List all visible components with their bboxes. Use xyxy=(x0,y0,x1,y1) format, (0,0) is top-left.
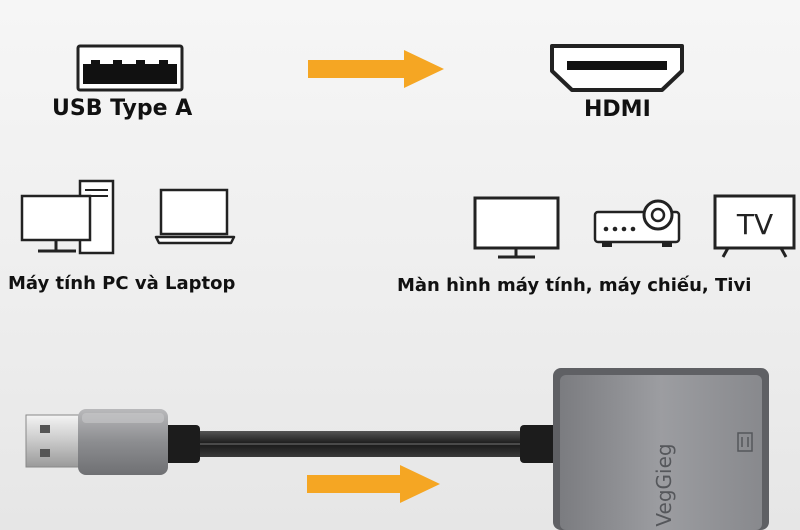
usb-type-a-label: USB Type A xyxy=(52,96,193,121)
desktop-pc-icon xyxy=(20,179,115,255)
pc-laptop-label: Máy tính PC và Laptop xyxy=(8,273,236,294)
tv-icon-text: TV xyxy=(736,208,773,241)
brand-logo-text: VegGieg xyxy=(652,443,676,526)
usb-hdmi-adapter-photo: VegGieg xyxy=(25,368,769,530)
hdmi-port-icon xyxy=(550,44,684,92)
laptop-icon xyxy=(154,188,236,245)
monitor-icon xyxy=(473,196,560,259)
usb-port-icon xyxy=(76,44,184,92)
projector-icon xyxy=(593,199,681,247)
tv-icon: TV xyxy=(713,194,796,258)
hdmi-label: HDMI xyxy=(584,97,651,122)
right-arrow-icon xyxy=(308,50,444,88)
display-devices-label: Màn hình máy tính, máy chiếu, Tivi xyxy=(397,275,752,296)
